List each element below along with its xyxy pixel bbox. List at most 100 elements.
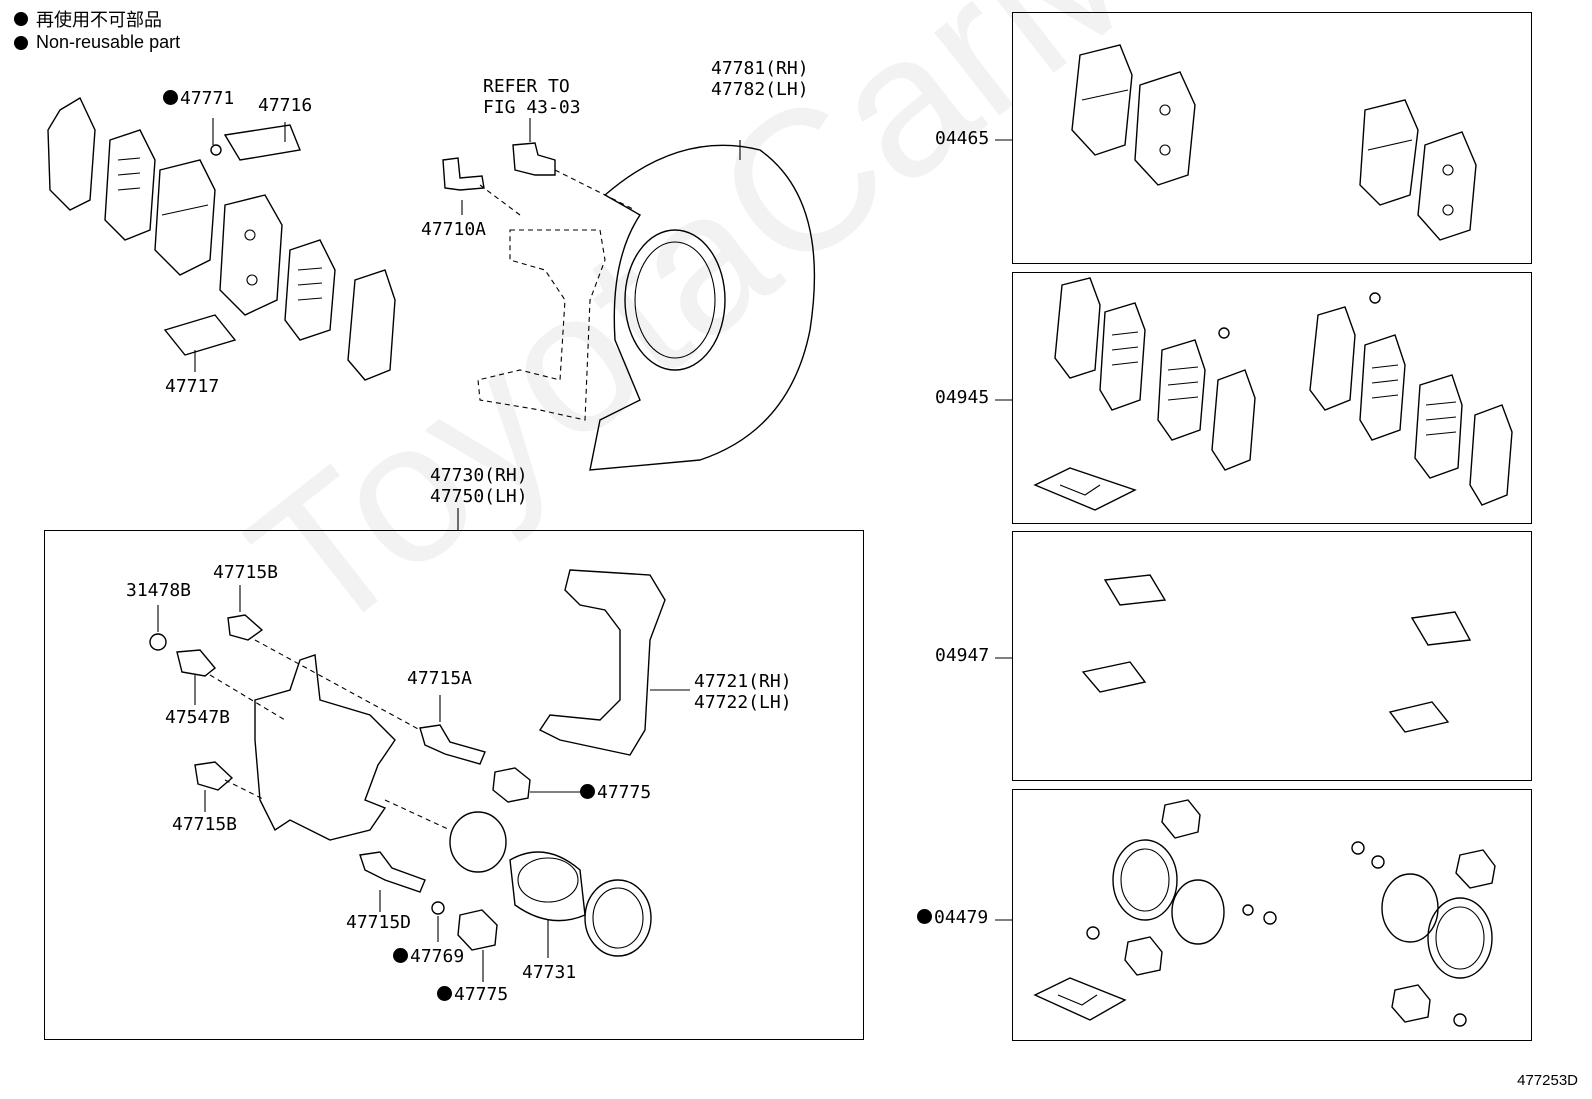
legend-text-en: Non-reusable part xyxy=(36,32,181,52)
part-label-47721: 47721(RH) xyxy=(694,671,792,692)
part-label-47716: 47716 xyxy=(258,95,313,116)
kit-box-04479 xyxy=(1012,789,1532,1041)
bushing-icon xyxy=(431,901,445,942)
caliper-bracket-ghost-icon xyxy=(477,229,606,421)
kit-box-04945 xyxy=(1012,272,1532,524)
anti-squeal-shim-icon xyxy=(1157,339,1206,441)
pin-boot-icon xyxy=(1391,984,1431,1023)
cylinder-boot-icon xyxy=(1427,897,1493,979)
pad-support-plate-icon xyxy=(223,122,301,161)
part-label-47715A: 47715A xyxy=(407,668,473,689)
anti-squeal-shim-icon xyxy=(1469,404,1513,506)
kit-label-04479: 04479 xyxy=(917,908,988,928)
pad-support-plate-icon xyxy=(1103,574,1167,606)
part-label-47715B-top: 47715B xyxy=(213,562,279,583)
part-number: 04479 xyxy=(934,907,989,928)
part-label-47775-right: 47775 xyxy=(580,783,651,803)
legend-item-en: Non-reusable part xyxy=(14,32,180,53)
refer-to-label: REFER TO xyxy=(483,76,570,97)
non-reusable-dot-icon xyxy=(163,90,178,105)
part-number: 47769 xyxy=(410,946,465,967)
kit-box-04465 xyxy=(1012,12,1532,264)
part-label-47775-bottom: 47775 xyxy=(437,985,508,1005)
drawing-code: 477253D xyxy=(1517,1072,1578,1089)
bushing-icon xyxy=(1453,1013,1467,1027)
pad-clip-icon xyxy=(1218,327,1230,339)
anti-squeal-shim-icon xyxy=(47,97,96,211)
kit-label-04947: 04947 xyxy=(935,645,990,666)
part-label-47730: 47730(RH) xyxy=(430,465,528,486)
part-label-47715D-text: 47715D xyxy=(346,912,412,933)
bolt-icon xyxy=(512,118,556,176)
bleeder-plug-icon xyxy=(149,605,167,651)
anti-squeal-shim-icon xyxy=(1099,302,1146,411)
kit-label-04465: 04465 xyxy=(935,128,990,149)
anti-squeal-shim-icon xyxy=(1414,374,1463,479)
brake-pad-icon xyxy=(154,159,216,276)
bolt-icon xyxy=(194,761,234,812)
non-reusable-dot-icon xyxy=(917,909,932,924)
brake-pad-icon xyxy=(219,194,283,316)
pad-clip-icon xyxy=(1369,292,1381,304)
non-reusable-dot-icon xyxy=(437,986,452,1001)
kit-box-04947 xyxy=(1012,531,1532,781)
anti-squeal-shim-icon xyxy=(1054,277,1101,379)
bushing-icon xyxy=(1086,926,1100,940)
piston-seal-icon xyxy=(449,811,507,873)
part-label-47750: 47750(LH) xyxy=(430,486,528,507)
non-reusable-dot-icon xyxy=(393,948,408,963)
caliper-cylinder-icon xyxy=(254,654,396,841)
slide-pin-icon xyxy=(419,695,486,765)
part-label-47771: 47771 xyxy=(163,89,234,109)
non-reusable-dot-icon xyxy=(14,35,28,50)
dust-cover-icon xyxy=(589,140,816,471)
pad-support-plate-icon xyxy=(1410,611,1472,646)
part-label-47717: 47717 xyxy=(165,376,220,397)
kit-label-04945: 04945 xyxy=(935,387,990,408)
pin-boot-icon xyxy=(1124,936,1163,976)
part-number: 47775 xyxy=(597,782,652,803)
pad-clip-icon xyxy=(1242,904,1277,925)
part-label-47781: 47781(RH) xyxy=(711,58,809,79)
non-reusable-dot-icon xyxy=(580,784,595,799)
cylinder-boot-icon xyxy=(1112,839,1178,921)
legend-item-jp: 再使用不可部品 xyxy=(14,6,162,32)
part-label-47731: 47731 xyxy=(522,962,577,983)
piston-seal-icon xyxy=(1171,879,1225,945)
part-label-47715B-bottom: 47715B xyxy=(172,814,238,835)
caliper-assembly-box xyxy=(44,530,864,1040)
brake-pad-icon xyxy=(1071,44,1133,156)
anti-squeal-shim-icon xyxy=(1309,306,1356,411)
non-reusable-dot-icon xyxy=(14,12,28,26)
bolt-icon xyxy=(442,157,485,215)
bleeder-screw-icon xyxy=(176,649,216,705)
pad-support-plate-icon xyxy=(163,314,237,372)
pin-boot-icon xyxy=(1455,849,1496,889)
anti-squeal-shim-icon xyxy=(1359,334,1406,441)
bushing-icon xyxy=(1351,841,1385,869)
pin-boot-icon xyxy=(492,767,580,803)
part-number: 47771 xyxy=(180,88,235,109)
part-label-47710A: 47710A xyxy=(421,219,487,240)
anti-squeal-shim-icon xyxy=(284,239,336,341)
part-label-47547B: 47547B xyxy=(165,707,231,728)
piston-seal-icon xyxy=(1381,873,1439,943)
anti-squeal-shim-icon xyxy=(1211,369,1256,471)
part-number: 47775 xyxy=(454,984,509,1005)
legend-text-jp: 再使用不可部品 xyxy=(36,10,162,30)
grease-packet-icon xyxy=(1033,467,1137,511)
cylinder-boot-icon xyxy=(584,879,652,957)
brake-pad-icon xyxy=(1417,131,1477,241)
part-label-31478B: 31478B xyxy=(126,580,192,601)
piston-icon xyxy=(509,851,586,958)
part-label-47769: 47769 xyxy=(393,947,464,967)
anti-squeal-shim-icon xyxy=(104,129,156,241)
grease-packet-icon xyxy=(1033,977,1127,1021)
slide-pin-icon xyxy=(359,851,426,912)
pad-support-plate-icon xyxy=(1081,661,1147,693)
anti-squeal-shim-icon xyxy=(347,269,396,381)
pin-boot-icon xyxy=(1161,799,1201,839)
bolt-icon xyxy=(227,585,264,641)
brake-pad-icon xyxy=(1134,71,1196,186)
